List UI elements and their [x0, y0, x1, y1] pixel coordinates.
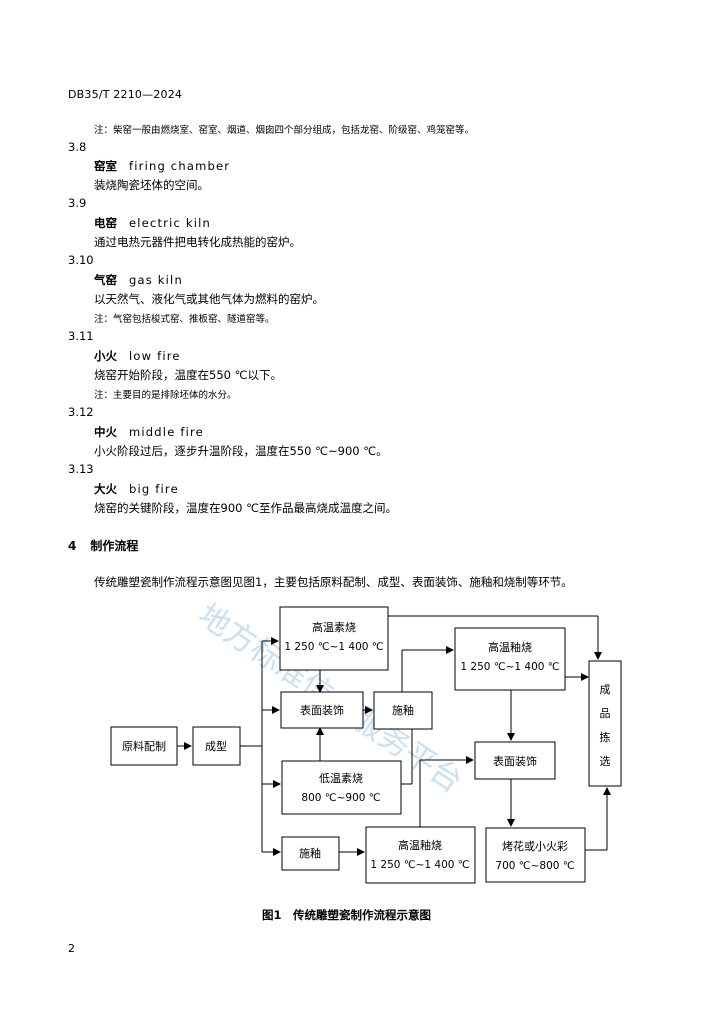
box-temp: 800 ℃~900 ℃	[301, 792, 380, 804]
term-definition: 装烧陶瓷坯体的空间。	[94, 178, 209, 192]
term-note: 注：气窑包括梭式窑、推板窑、隧道窑等。	[94, 314, 275, 325]
box-char: 选	[600, 755, 611, 768]
term-heading: 气窑 gas kiln	[94, 272, 183, 288]
box-temp: 1 250 ℃~1 400 ℃	[284, 641, 383, 653]
box-temp: 1 250 ℃~1 400 ℃	[370, 859, 469, 871]
term-heading: 电窑 electric kiln	[94, 215, 211, 231]
term-heading: 中火 middle fire	[94, 424, 204, 440]
term-note: 注：主要目的是排除坯体的水分。	[94, 390, 237, 401]
term-heading: 窑室 firing chamber	[94, 158, 230, 174]
term-en: firing chamber	[129, 159, 231, 173]
box-flower-firing: 烤花或小火彩 700 ℃~800 ℃	[485, 827, 586, 883]
box-raw-material: 原料配制	[110, 726, 178, 766]
box-high-temp-glaze-top: 高温釉烧 1 250 ℃~1 400 ℃	[454, 627, 566, 691]
box-glazing-1: 施釉	[373, 691, 433, 730]
term-definition: 烧窑的关键阶段，温度在900 ℃至作品最高烧成温度之间。	[94, 501, 398, 515]
term-number: 3.8	[68, 140, 87, 154]
term-en: middle fire	[129, 425, 204, 439]
term-definition: 以天然气、液化气或其他气体为燃料的窑炉。	[94, 292, 324, 306]
term-definition: 烧窑开始阶段，温度在550 ℃以下。	[94, 368, 283, 382]
page-number: 2	[68, 942, 75, 955]
term-heading: 小火 low fire	[94, 348, 181, 364]
box-temp: 1 250 ℃~1 400 ℃	[460, 661, 559, 673]
box-surface-decoration-1: 表面装饰	[280, 691, 364, 729]
term-cn: 窑室	[94, 159, 117, 173]
section-title: 制作流程	[90, 539, 139, 553]
term-cn: 气窑	[94, 273, 117, 287]
term-heading: 大火 big fire	[94, 481, 179, 497]
box-char: 品	[600, 707, 611, 720]
term-number: 3.10	[68, 253, 94, 267]
box-glazing-2: 施釉	[281, 836, 340, 871]
term-definition: 通过电热元器件把电转化成热能的窑炉。	[94, 235, 301, 249]
box-char: 拣	[600, 730, 611, 744]
box-title: 高温素烧	[312, 620, 356, 634]
box-title: 高温釉烧	[398, 838, 442, 852]
box-label: 施釉	[299, 846, 321, 860]
box-label: 表面装饰	[493, 754, 537, 768]
term-cn: 中火	[94, 425, 117, 439]
term-en: electric kiln	[129, 216, 212, 230]
box-char: 成	[600, 683, 611, 696]
term-cn: 电窑	[94, 216, 117, 230]
box-title: 烤花或小火彩	[502, 839, 568, 853]
box-label: 原料配制	[122, 739, 166, 753]
term-number: 3.12	[68, 405, 94, 419]
box-low-temp-bisque: 低温素烧 800 ℃~900 ℃	[281, 760, 402, 815]
box-temp: 700 ℃~800 ℃	[495, 860, 574, 872]
figure-caption: 图1 传统雕塑瓷制作流程示意图	[262, 908, 431, 922]
box-final-selection: 成 品 拣 选	[588, 660, 622, 787]
box-label: 表面装饰	[300, 703, 344, 717]
note-wood-kiln: 注：柴窑一般由燃烧室、窑室、烟道、烟囱四个部分组成，包括龙窑、阶级窑、鸡笼窑等。	[94, 125, 475, 136]
box-title: 低温素烧	[319, 772, 363, 785]
box-label: 成型	[205, 739, 227, 753]
term-en: big fire	[129, 482, 179, 496]
section-heading: 4 制作流程	[68, 537, 138, 554]
term-cn: 大火	[94, 482, 117, 496]
term-cn: 小火	[94, 349, 117, 363]
box-high-temp-bisque: 高温素烧 1 250 ℃~1 400 ℃	[279, 606, 389, 671]
box-title: 高温釉烧	[488, 640, 532, 654]
term-en: low fire	[129, 349, 181, 363]
term-definition: 小火阶段过后，逐步升温阶段，温度在550 ℃~900 ℃。	[94, 444, 388, 458]
box-label: 施釉	[392, 703, 414, 717]
term-number: 3.9	[68, 196, 87, 210]
doc-code: DB35/T 2210—2024	[68, 88, 183, 101]
box-forming: 成型	[192, 726, 241, 766]
section-number: 4	[68, 539, 77, 553]
term-number: 3.11	[68, 329, 94, 343]
section-paragraph: 传统雕塑瓷制作流程示意图见图1，主要包括原料配制、成型、表面装饰、施釉和烧制等环…	[94, 575, 573, 589]
box-surface-decoration-2: 表面装饰	[474, 741, 556, 780]
term-number: 3.13	[68, 462, 94, 476]
flow-connectors	[177, 615, 611, 856]
term-en: gas kiln	[129, 273, 183, 287]
box-high-temp-glaze-bottom: 高温釉烧 1 250 ℃~1 400 ℃	[365, 826, 476, 884]
